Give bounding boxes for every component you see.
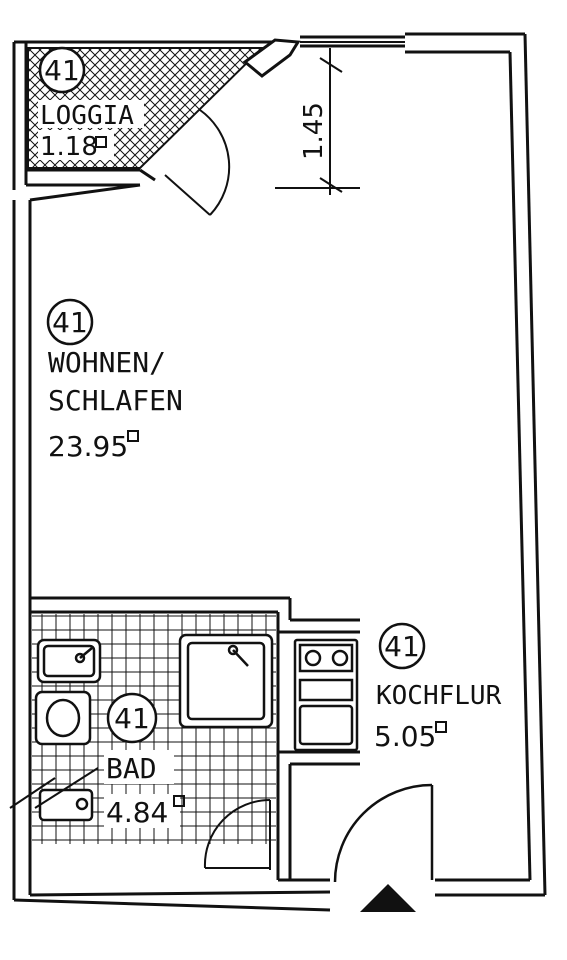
room-area: 1.18 <box>40 132 98 162</box>
dimension-label: 1.45 <box>299 102 329 160</box>
entrance-marker <box>360 884 416 912</box>
room-number: 41 <box>114 702 150 735</box>
fixtures <box>34 633 359 822</box>
room-name: LOGGIA <box>40 101 134 131</box>
room-name: KOCHFLUR <box>376 681 502 711</box>
room-number: 41 <box>384 630 420 663</box>
loggia-door <box>164 109 231 216</box>
room-number-circle <box>106 692 158 744</box>
room-name: BAD <box>106 752 157 785</box>
room-kochflur-label: 41 KOCHFLUR 5.05 <box>374 622 502 753</box>
room-bad-label: 41 BAD 4.84 <box>104 692 185 829</box>
room-name-line2: SCHLAFEN <box>48 384 183 417</box>
bath-door <box>203 798 271 870</box>
room-number-circle <box>46 298 94 346</box>
room-number-circle <box>378 622 426 670</box>
room-area: 5.05 <box>374 720 436 753</box>
outer-walls <box>12 32 547 912</box>
room-number: 41 <box>52 306 88 339</box>
room-loggia-label: 41 LOGGIA 1.18 <box>38 46 144 162</box>
room-area: 4.84 <box>106 796 168 829</box>
dimension-line <box>275 48 360 195</box>
arrow-marks <box>9 767 99 809</box>
room-number: 41 <box>44 54 80 87</box>
room-name-line1: WOHNEN/ <box>48 346 166 379</box>
room-area: 23.95 <box>48 430 128 463</box>
interior-walls <box>30 596 360 882</box>
entrance-door <box>333 783 434 883</box>
loggia-wall <box>26 38 301 202</box>
room-number-circle <box>38 46 86 94</box>
room-wohnen-label: 41 WOHNEN/ SCHLAFEN 23.95 <box>46 298 183 463</box>
